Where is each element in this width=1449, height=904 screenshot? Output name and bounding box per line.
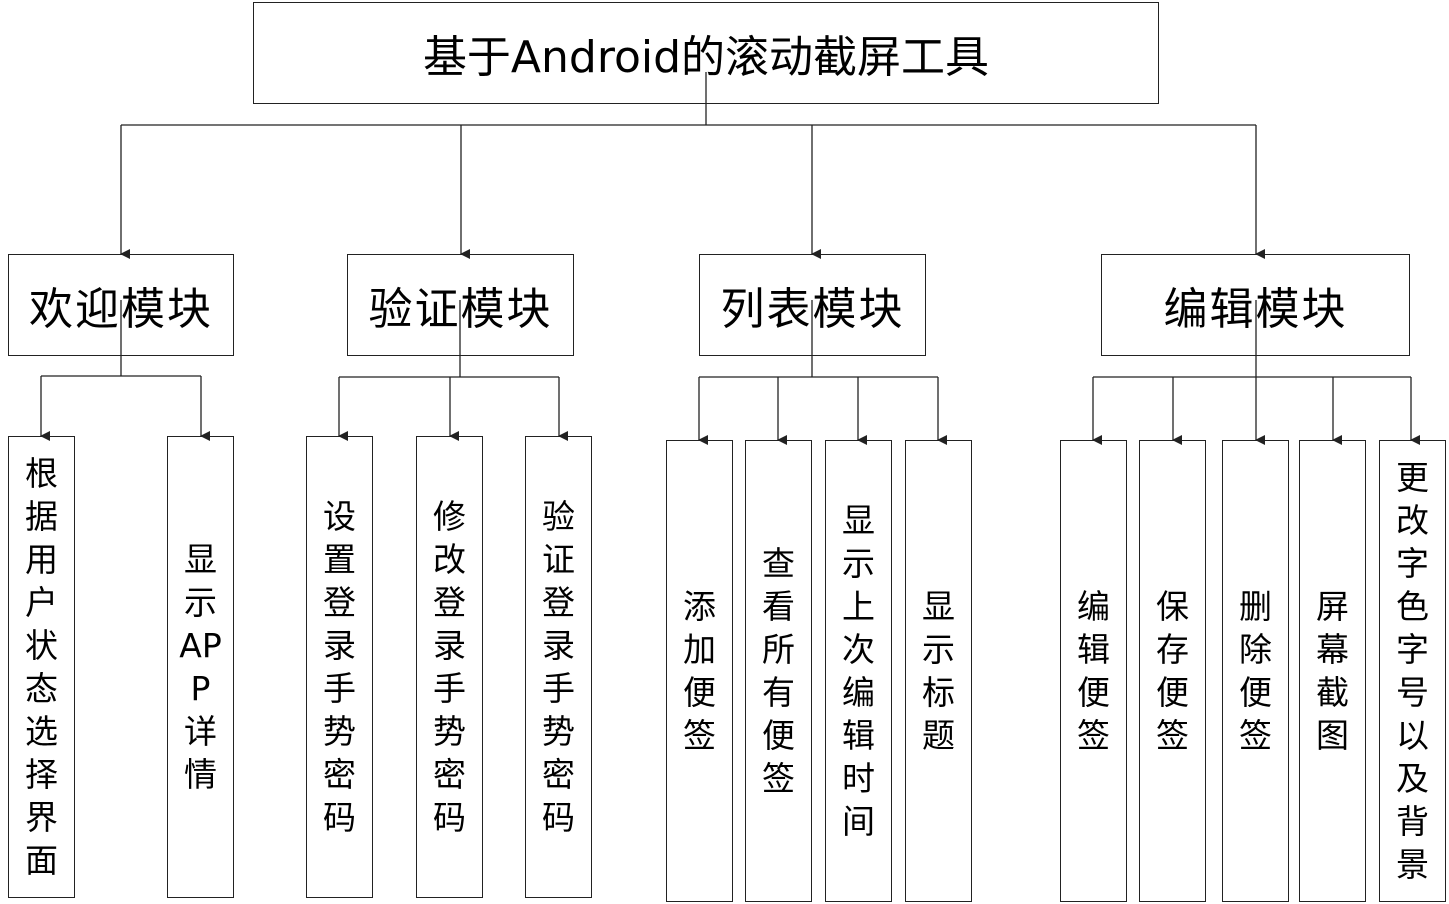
leaf-label: 添加便签 (683, 587, 716, 755)
root-title: 基于Android的滚动截屏工具 (422, 32, 990, 83)
module-box-verify: 验证模块 (347, 254, 574, 356)
leaf-label: 保存便签 (1156, 587, 1189, 755)
leaf-label: 设置登录手势密码 (323, 497, 356, 837)
module-box-list: 列表模块 (699, 254, 926, 356)
leaf-box: 添加便签 (666, 440, 733, 902)
module-box-edit: 编辑模块 (1101, 254, 1410, 356)
leaf-label: 显示标题 (922, 587, 955, 755)
leaf-label: 显示上次编辑时间 (842, 501, 875, 841)
module-label-welcome: 欢迎模块 (29, 284, 213, 335)
module-label-list: 列表模块 (720, 284, 905, 335)
leaf-label: 屏幕截图 (1316, 587, 1349, 755)
leaf-box: 验证登录手势密码 (525, 436, 592, 898)
module-label-verify: 验证模块 (368, 284, 553, 335)
leaf-box: 设置登录手势密码 (306, 436, 373, 898)
leaf-box: 更改字色字号以及背景 (1379, 440, 1446, 902)
leaf-box: 屏幕截图 (1299, 440, 1366, 902)
leaf-label: 删除便签 (1239, 587, 1272, 755)
leaf-box: 查看所有便签 (745, 440, 812, 902)
leaf-box: 显示上次编辑时间 (825, 440, 892, 902)
leaf-box: 删除便签 (1222, 440, 1289, 902)
module-box-welcome: 欢迎模块 (8, 254, 234, 356)
root-title-box: 基于Android的滚动截屏工具 (253, 2, 1159, 104)
leaf-box: 编辑便签 (1060, 440, 1127, 902)
leaf-box: 修改登录手势密码 (416, 436, 483, 898)
leaf-box: 显示标题 (905, 440, 972, 902)
leaf-label: 查看所有便签 (762, 544, 795, 798)
leaf-label: 编辑便签 (1077, 587, 1110, 755)
leaf-box: 保存便签 (1139, 440, 1206, 902)
module-label-edit: 编辑模块 (1163, 284, 1348, 335)
leaf-label: 根据用户状态选择界面 (25, 454, 58, 880)
leaf-label: 验证登录手势密码 (542, 497, 575, 837)
leaf-label: 更改字色字号以及背景 (1396, 458, 1429, 884)
leaf-label: 修改登录手势密码 (433, 497, 466, 837)
leaf-box: 根据用户状态选择界面 (8, 436, 75, 898)
